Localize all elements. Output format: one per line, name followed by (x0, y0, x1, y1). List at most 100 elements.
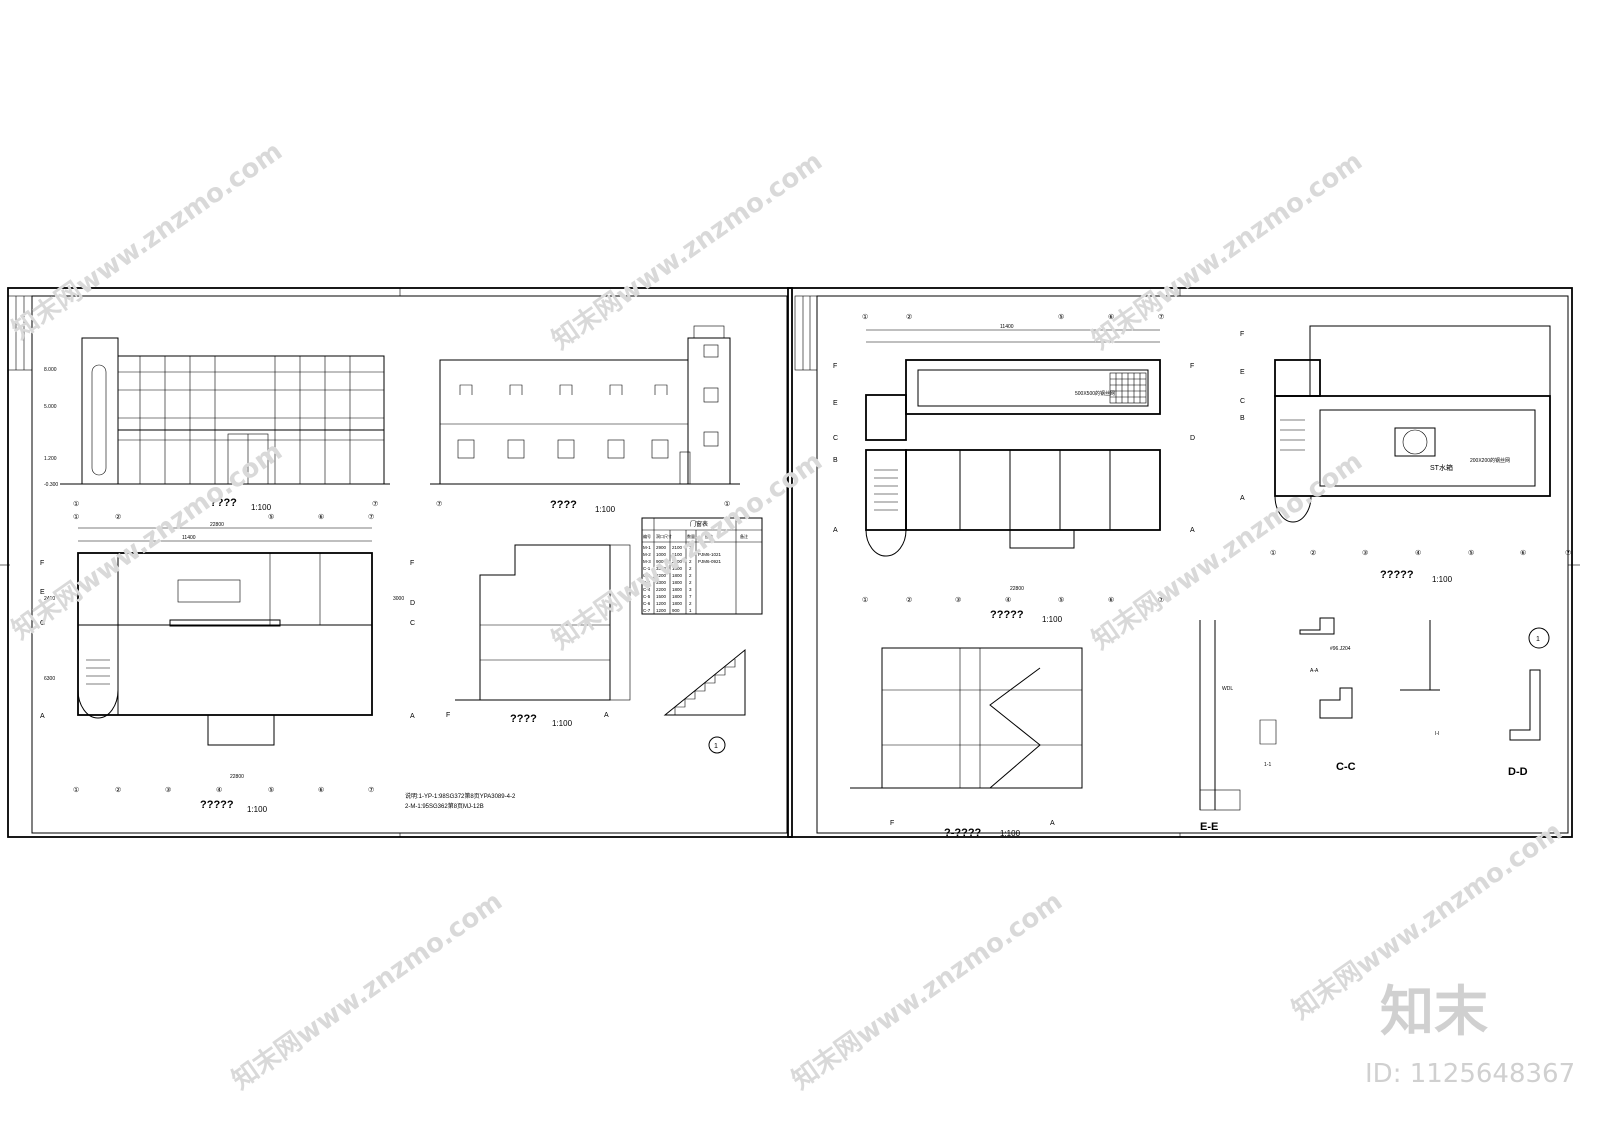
svg-text:⑥: ⑥ (318, 513, 324, 521)
svg-text:1: 1 (689, 608, 692, 613)
svg-text:2: 2 (689, 580, 692, 585)
svg-text:900: 900 (672, 608, 680, 613)
balcony (1009, 529, 1075, 549)
svg-text:C: C (410, 620, 415, 627)
svg-text:A: A (1240, 495, 1245, 502)
svg-text:F: F (40, 560, 44, 567)
svg-text:A: A (833, 527, 838, 534)
svg-text:F: F (890, 820, 894, 827)
svg-text:1: 1 (689, 545, 692, 550)
svg-text:F: F (1240, 331, 1244, 338)
svg-text:3000: 3000 (393, 596, 404, 602)
stair-section-title: ?-???? (944, 827, 982, 839)
watermark-text: 知末网www.znzmo.com (547, 146, 828, 355)
axis-label: ⑦ (436, 500, 442, 508)
svg-text:①: ① (73, 786, 79, 794)
svg-text:PJM6-1021: PJM6-1021 (698, 552, 722, 557)
detail-1-1: 1-1 (1264, 762, 1271, 768)
elevation-tower (81, 337, 119, 485)
svg-text:D: D (410, 600, 415, 607)
svg-text:2: 2 (689, 559, 692, 564)
svg-text:C-6: C-6 (643, 601, 651, 606)
svg-text:F: F (833, 363, 837, 370)
svg-text:F: F (410, 560, 414, 567)
svg-text:500X500的钢丝网: 500X500的钢丝网 (1075, 390, 1115, 397)
svg-text:C-7: C-7 (643, 608, 651, 613)
left-title-strip (7, 295, 33, 371)
svg-text:5.000: 5.000 (44, 404, 57, 410)
axis-label: ① (724, 500, 730, 508)
second-floor-plan-title: ????? (990, 609, 1024, 621)
side-elevation: ⑦ ① ???? 1:100 (430, 325, 740, 514)
svg-text:2200: 2200 (656, 573, 667, 578)
image-id: ID: 1125648367 (1365, 1059, 1575, 1089)
wc-room (865, 394, 907, 441)
construction-details: E-E C-C D-D A-A 1-1 I-I #96.J204 WDL 1 (1199, 617, 1550, 833)
svg-text:PJM6-0921: PJM6-0921 (698, 559, 722, 564)
svg-text:C-2: C-2 (643, 573, 651, 578)
svg-text:1200: 1200 (656, 608, 667, 613)
svg-text:1800: 1800 (672, 587, 683, 592)
svg-text:900: 900 (656, 559, 664, 564)
note-line-1: 说明:1-YP-1:98SG372第8页YPA3089-4-2 (405, 792, 516, 800)
detail-marker-1 (708, 736, 726, 754)
svg-text:1800: 1800 (672, 580, 683, 585)
svg-text:⑥: ⑥ (1108, 313, 1114, 321)
svg-text:②: ② (115, 513, 121, 521)
svg-text:3300: 3300 (656, 566, 667, 571)
left-sheet-inner-border (31, 295, 788, 834)
svg-text:②: ② (1310, 549, 1316, 557)
svg-text:C-4: C-4 (643, 587, 651, 592)
svg-text:11400: 11400 (1000, 324, 1014, 330)
svg-text:⑦: ⑦ (1158, 313, 1164, 321)
watermark-text: 知末网www.znzmo.com (787, 886, 1068, 1095)
roof-plan-title: ????? (1380, 569, 1414, 581)
svg-text:②: ② (906, 596, 912, 604)
svg-text:22800: 22800 (230, 774, 244, 780)
stair-detail-left: 1 (663, 648, 746, 754)
svg-text:WDL: WDL (1222, 686, 1233, 692)
roof-plan-scale: 1:100 (1432, 575, 1453, 584)
svg-text:1800: 1800 (672, 594, 683, 599)
svg-text:2900: 2900 (656, 545, 667, 550)
svg-text:6300: 6300 (44, 676, 55, 682)
svg-text:A: A (410, 713, 415, 720)
detail-A-A: A-A (1310, 668, 1319, 674)
front-elevation-scale: 1:100 (251, 503, 272, 512)
svg-text:C-3: C-3 (643, 580, 651, 585)
detail-C-C: C-C (1336, 761, 1356, 773)
brand-logo: 知末 (1380, 980, 1488, 1043)
svg-text:④: ④ (1415, 549, 1421, 557)
side-elevation-body (439, 359, 689, 485)
watermark-text: 知末网www.znzmo.com (1087, 146, 1368, 355)
svg-text:22800: 22800 (1010, 586, 1024, 592)
svg-text:①: ① (73, 513, 79, 521)
right-sheet-inner-border (816, 295, 1569, 834)
svg-text:200X200的钢丝网: 200X200的钢丝网 (1470, 457, 1510, 464)
svg-text:3300: 3300 (656, 580, 667, 585)
watermark-text: 知末网www.znzmo.com (227, 886, 508, 1095)
roof-main (1274, 395, 1551, 497)
ground-plan-counter (169, 619, 281, 627)
ground-plan-room-block (177, 579, 241, 603)
stair-section-scale: 1:100 (1000, 829, 1021, 838)
svg-text:3: 3 (689, 587, 692, 592)
detail-E-E: E-E (1200, 821, 1218, 833)
svg-text:C-1: C-1 (643, 566, 651, 571)
svg-text:B: B (833, 457, 838, 464)
second-floor-rooms (905, 449, 1161, 531)
svg-text:2: 2 (689, 552, 692, 557)
svg-text:①: ① (862, 596, 868, 604)
second-floor-plan-scale: 1:100 (1042, 615, 1063, 624)
water-tank (1394, 427, 1436, 457)
svg-text:C: C (1240, 398, 1245, 405)
svg-text:2100: 2100 (672, 545, 683, 550)
svg-text:⑦: ⑦ (1565, 549, 1571, 557)
svg-text:⑥: ⑥ (318, 786, 324, 794)
svg-text:1800: 1800 (672, 573, 683, 578)
svg-text:M-3: M-3 (643, 559, 651, 564)
side-elevation-stair-tower (687, 337, 731, 485)
svg-text:2200: 2200 (656, 587, 667, 592)
svg-text:⑦: ⑦ (368, 513, 374, 521)
